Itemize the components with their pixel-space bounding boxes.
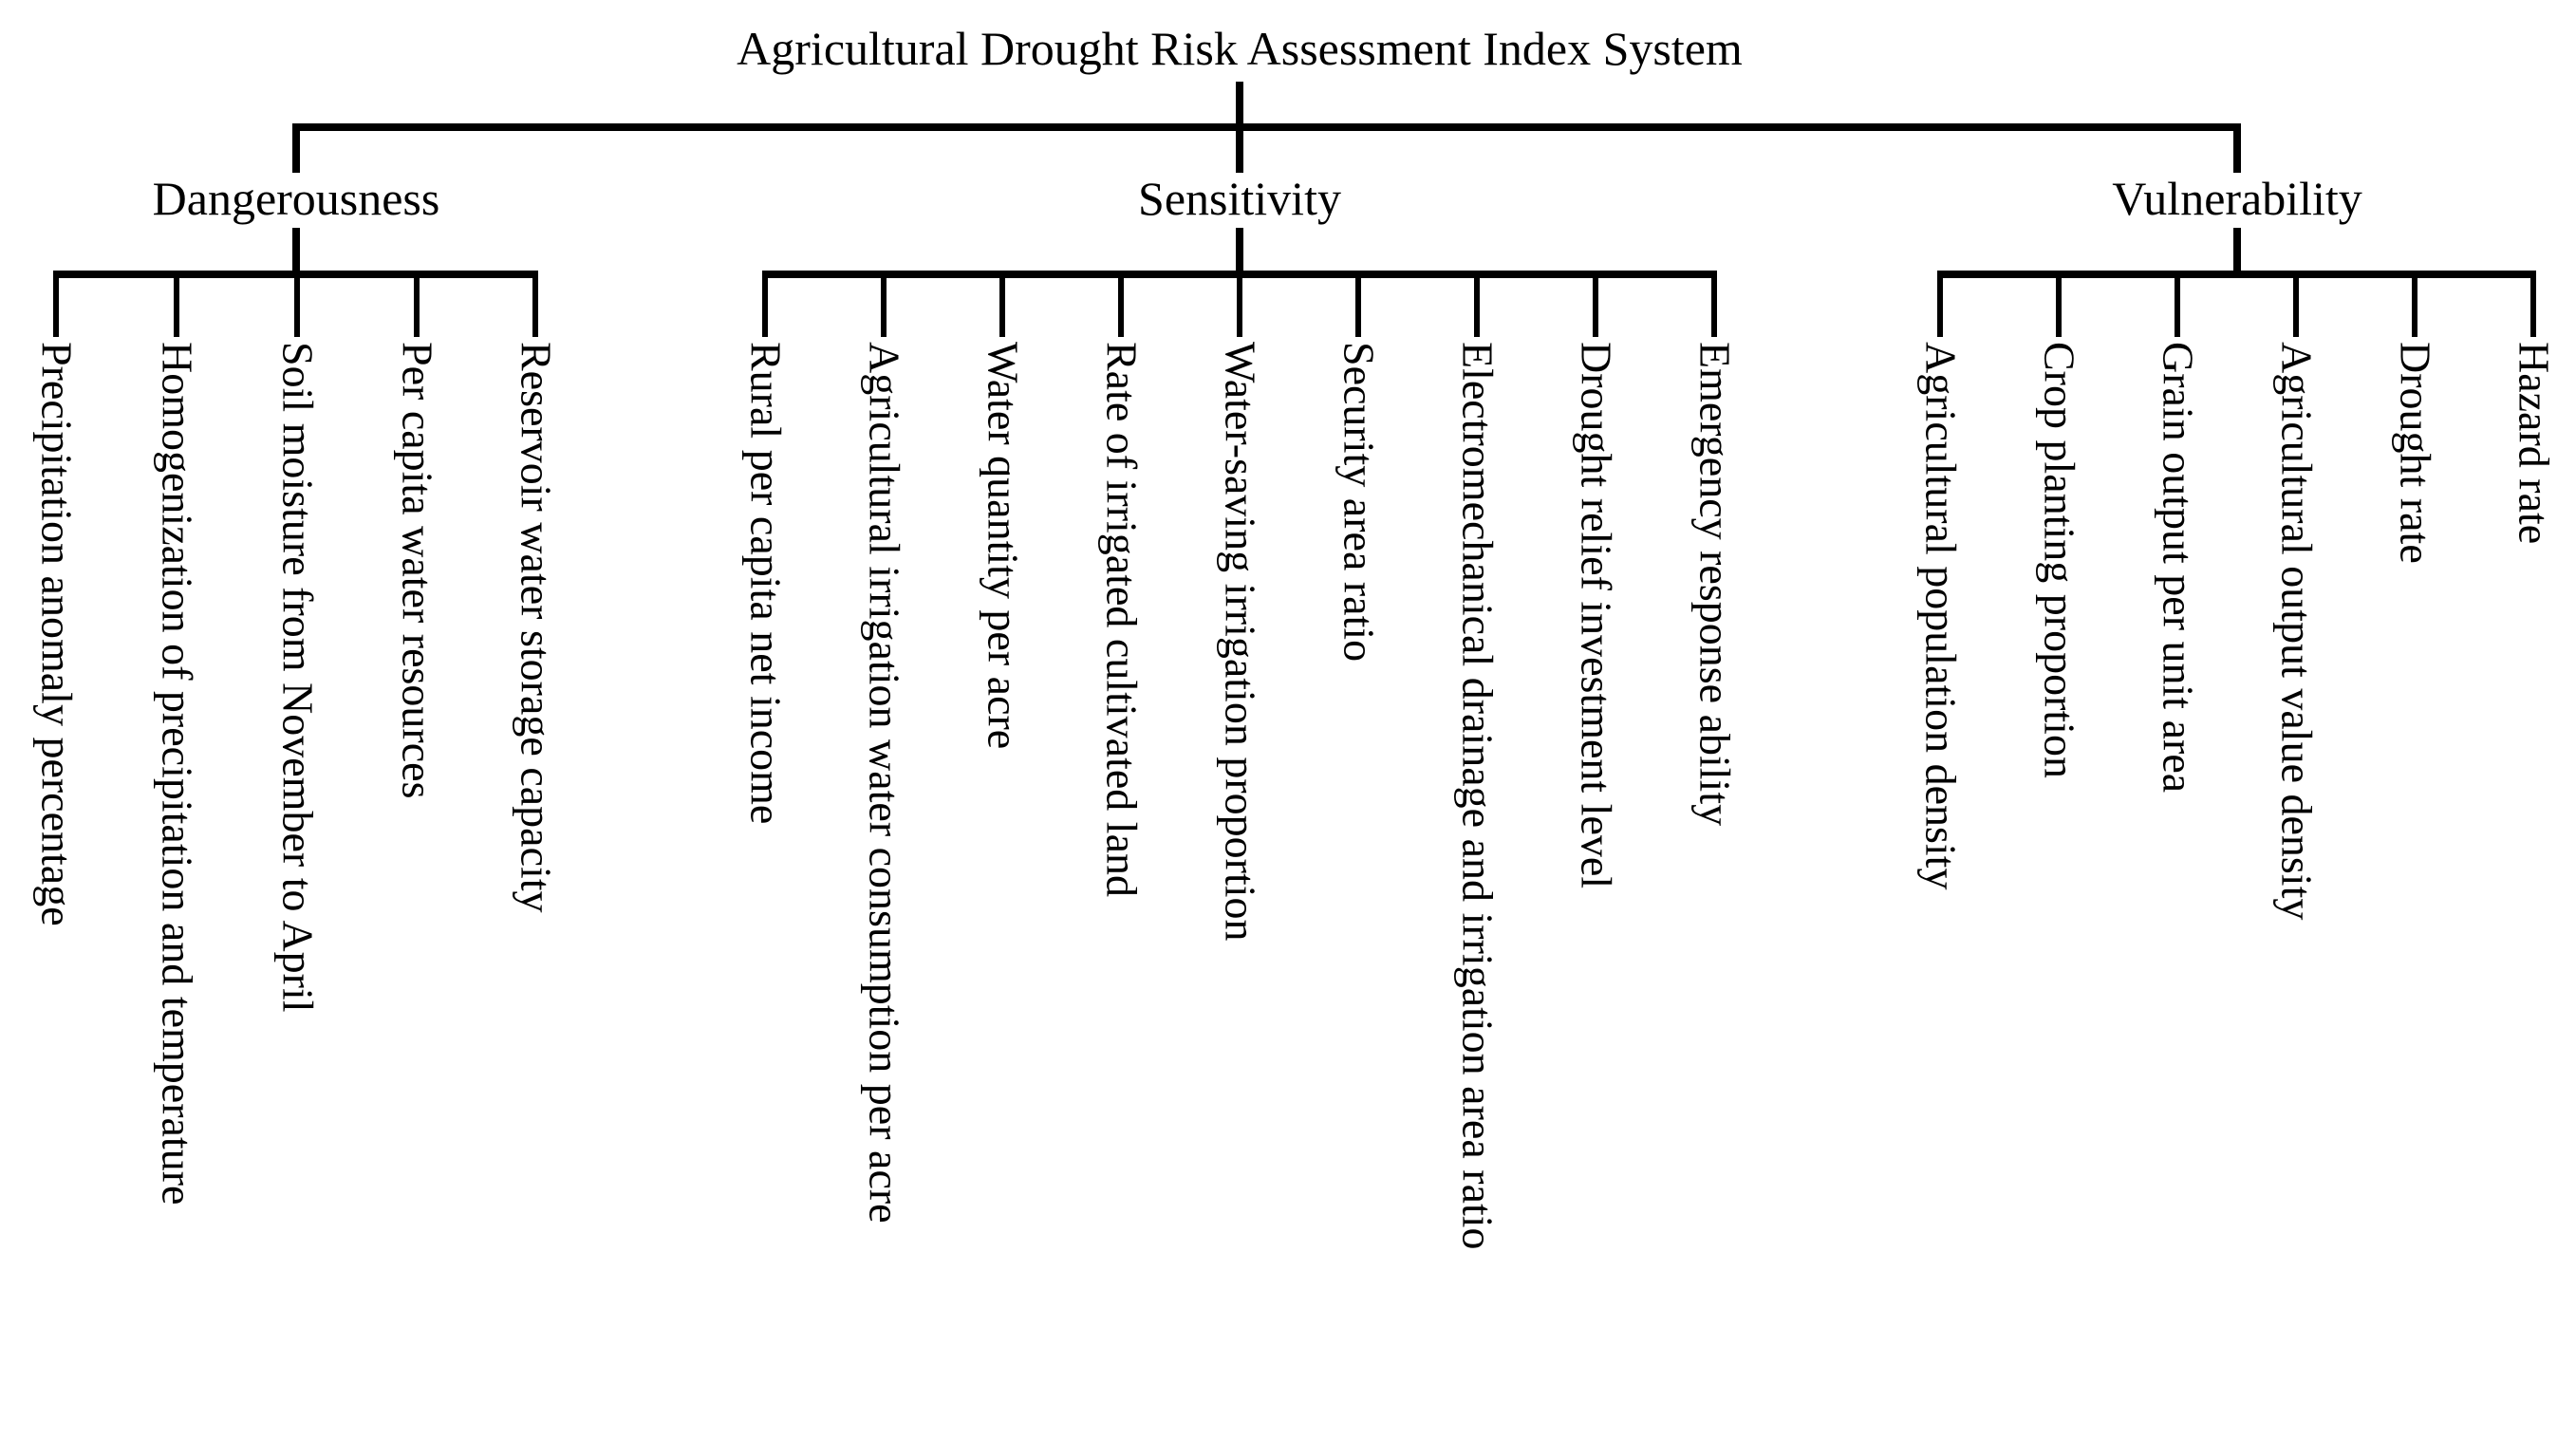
leaf-tick-line	[881, 274, 887, 337]
leaf-label: Electromechanical drainage and irrigatio…	[1453, 342, 1503, 1250]
leaf-tick-line	[999, 274, 1005, 337]
leaf-label: Rural per capita net income	[741, 342, 791, 825]
leaf-tick-line	[1474, 274, 1480, 337]
vulnerability-hbar-line	[1937, 271, 2536, 278]
dangerousness-stem-lower-line	[292, 228, 300, 278]
leaf-tick-line	[1937, 274, 1943, 337]
branch-dangerousness-label: Dangerousness	[152, 172, 440, 225]
leaf-label: Water-saving irrigation proportion	[1216, 342, 1265, 942]
leaf-label: Agricultural population density	[1916, 342, 1966, 890]
leaf-label: Precipitation anomaly percentage	[32, 342, 82, 926]
leaf-tick-line	[1355, 274, 1361, 337]
leaf-label: Reservoir water storage capacity	[512, 342, 561, 913]
leaf-label: Soil moisture from November to April	[273, 342, 323, 1013]
leaf-label: Agricultural output value density	[2272, 342, 2322, 921]
leaf-label: Hazard rate	[2510, 342, 2559, 545]
leaf-label: Security area ratio	[1335, 342, 1384, 663]
leaf-tick-line	[2056, 274, 2062, 337]
leaf-tick-line	[414, 274, 420, 337]
leaf-tick-line	[532, 274, 538, 337]
level1-hbar-line	[292, 123, 2241, 131]
leaf-tick-line	[294, 274, 300, 337]
leaf-tick-line	[2530, 274, 2536, 337]
leaf-label: Homogenization of precipitation and temp…	[153, 342, 202, 1205]
leaf-label: Emergency response ability	[1690, 342, 1740, 827]
leaf-label: Crop planting proportion	[2035, 342, 2084, 778]
root-stem-line	[1236, 82, 1243, 131]
leaf-tick-line	[174, 274, 179, 337]
leaf-tick-line	[762, 274, 768, 337]
leaf-label: Drought rate	[2391, 342, 2440, 564]
branch-sensitivity-label: Sensitivity	[1138, 172, 1341, 225]
dangerousness-stem-upper-line	[292, 123, 300, 173]
leaf-label: Agricultural irrigation water consumptio…	[860, 342, 909, 1224]
leaf-tick-line	[1711, 274, 1717, 337]
leaf-label: Per capita water resources	[393, 342, 442, 799]
root-node-label: Agricultural Drought Risk Assessment Ind…	[737, 22, 1743, 75]
vulnerability-stem-upper-line	[2233, 123, 2241, 173]
sensitivity-stem-upper-line	[1236, 123, 1243, 173]
leaf-label: Grain output per unit area	[2154, 342, 2203, 794]
leaf-tick-line	[53, 274, 59, 337]
leaf-tick-line	[2412, 274, 2417, 337]
sensitivity-stem-lower-line	[1236, 228, 1243, 278]
leaf-label: Rate of irrigated cultivated land	[1097, 342, 1147, 897]
leaf-label: Drought relief investment level	[1572, 342, 1621, 889]
leaf-tick-line	[2175, 274, 2180, 337]
branch-vulnerability-label: Vulnerability	[2112, 172, 2362, 225]
leaf-tick-line	[1237, 274, 1242, 337]
vulnerability-stem-lower-line	[2233, 228, 2241, 278]
leaf-tick-line	[1118, 274, 1124, 337]
leaf-tick-line	[1593, 274, 1598, 337]
leaf-tick-line	[2293, 274, 2299, 337]
leaf-label: Water quantity per acre	[979, 342, 1028, 750]
